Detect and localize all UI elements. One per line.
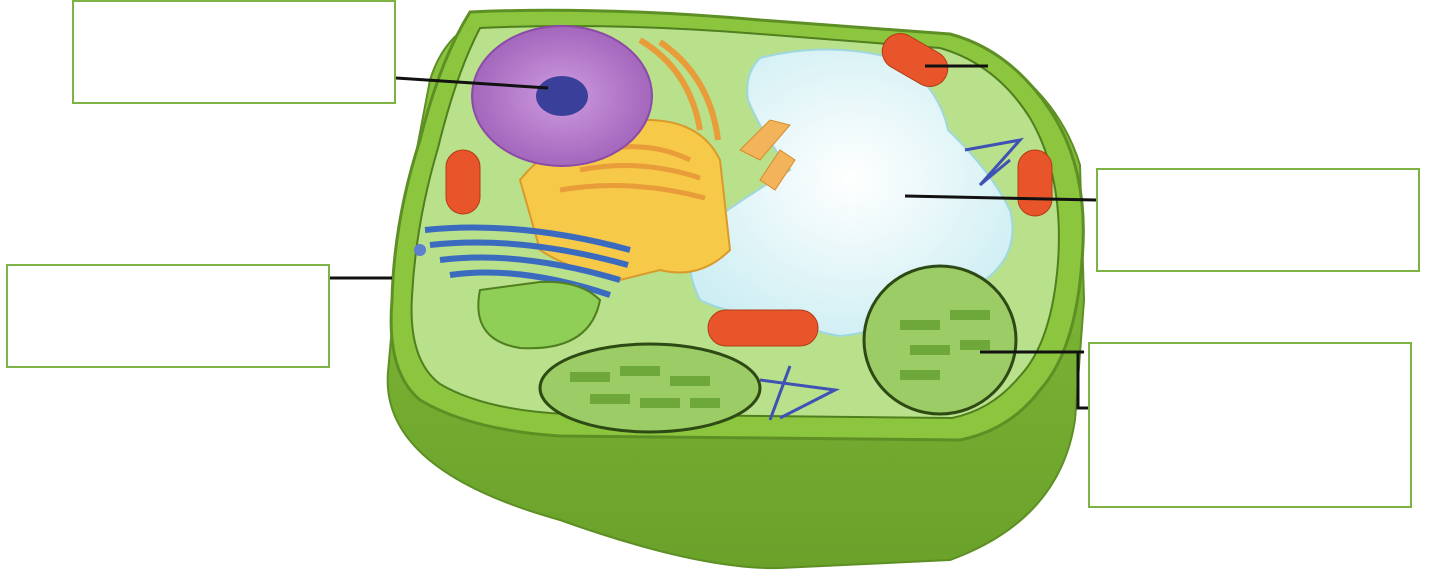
label-box-vacuole[interactable] bbox=[1096, 168, 1420, 272]
label-box-nucleus[interactable] bbox=[72, 0, 396, 104]
label-box-cell-wall[interactable] bbox=[6, 264, 330, 368]
nucleolus bbox=[536, 76, 588, 116]
label-box-chloroplast[interactable] bbox=[1088, 342, 1412, 508]
